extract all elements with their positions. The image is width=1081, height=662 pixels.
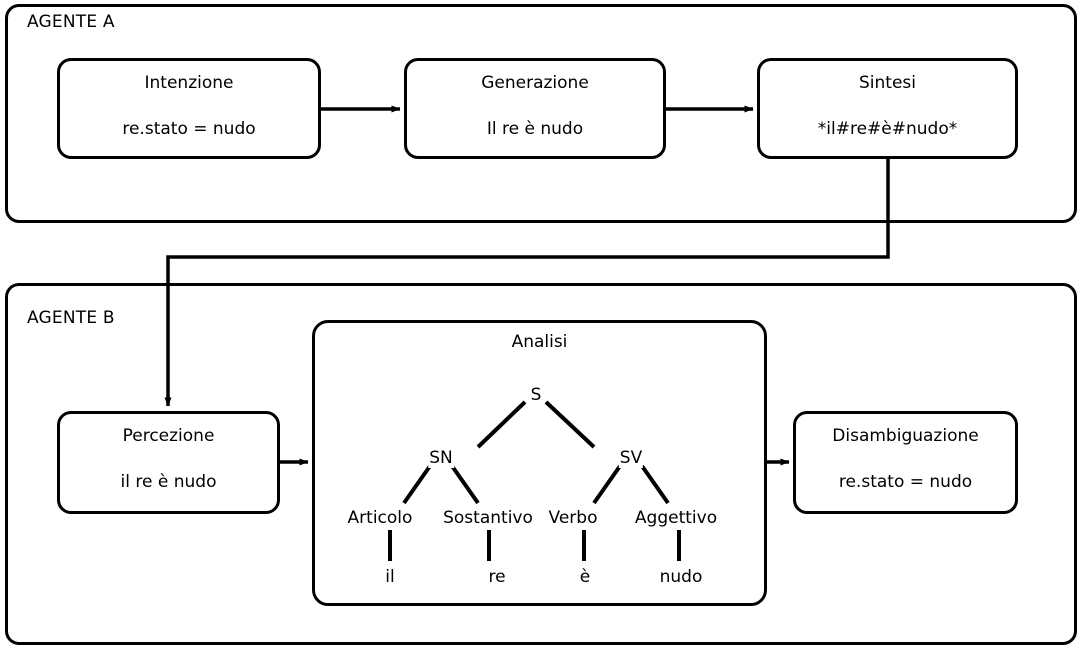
box-sintesi-title: Sintesi bbox=[859, 73, 916, 93]
agent-b-label: AGENTE B bbox=[27, 308, 115, 328]
tree-node-verbo: Verbo bbox=[547, 508, 599, 528]
tree-node-sostantivo: Sostantivo bbox=[442, 508, 534, 528]
tree-node-s: S bbox=[529, 385, 543, 405]
box-analisi[interactable]: Analisi bbox=[312, 320, 767, 606]
box-intenzione-title: Intenzione bbox=[144, 73, 234, 93]
box-generazione-value: Il re è nudo bbox=[486, 119, 584, 139]
box-intenzione-value: re.stato = nudo bbox=[122, 119, 256, 139]
tree-leaf-il: il bbox=[384, 567, 396, 587]
tree-leaf-re: re bbox=[487, 567, 507, 587]
agent-a-label: AGENTE A bbox=[27, 12, 115, 32]
box-analisi-title: Analisi bbox=[511, 332, 568, 352]
box-disambiguazione-title: Disambiguazione bbox=[832, 426, 979, 446]
box-percezione[interactable]: Percezione il re è nudo bbox=[57, 411, 280, 514]
box-percezione-title: Percezione bbox=[122, 426, 215, 446]
box-intenzione[interactable]: Intenzione re.stato = nudo bbox=[57, 58, 321, 159]
box-disambiguazione[interactable]: Disambiguazione re.stato = nudo bbox=[793, 411, 1018, 514]
box-percezione-value: il re è nudo bbox=[120, 472, 217, 492]
tree-node-articolo: Articolo bbox=[346, 508, 414, 528]
tree-node-aggettivo: Aggettivo bbox=[633, 508, 719, 528]
tree-leaf-nudo: nudo bbox=[658, 567, 704, 587]
box-generazione[interactable]: Generazione Il re è nudo bbox=[404, 58, 666, 159]
box-generazione-title: Generazione bbox=[481, 73, 589, 93]
tree-leaf-e-accent: è bbox=[578, 567, 592, 587]
tree-node-sv: SV bbox=[618, 448, 644, 468]
box-disambiguazione-value: re.stato = nudo bbox=[838, 472, 973, 492]
box-sintesi-value: *il#re#è#nudo* bbox=[817, 119, 958, 139]
box-sintesi[interactable]: Sintesi *il#re#è#nudo* bbox=[757, 58, 1018, 159]
tree-node-sn: SN bbox=[428, 448, 454, 468]
